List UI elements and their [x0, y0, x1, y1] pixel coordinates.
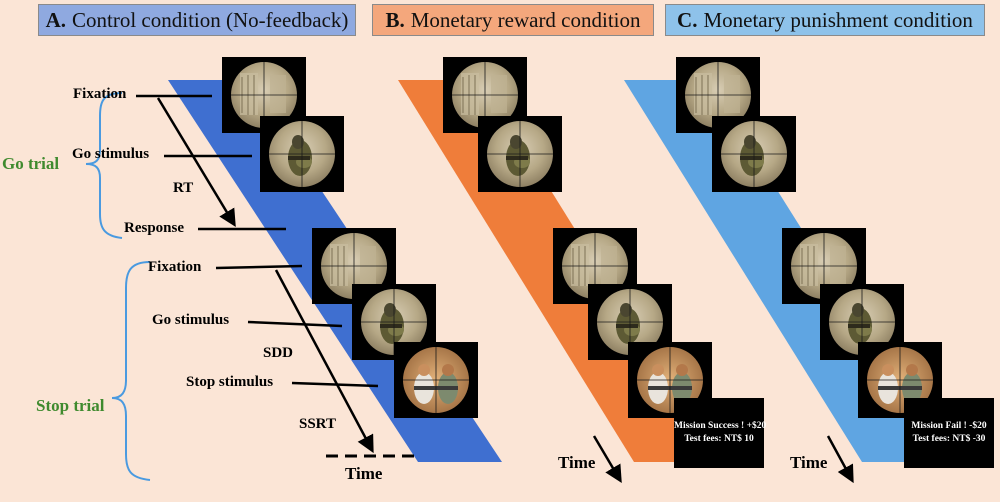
label-time-reward: Time [558, 453, 596, 472]
label-rt: RT [173, 180, 194, 196]
header-a-letter: A. [45, 7, 66, 32]
punishment-go-frame [712, 116, 796, 192]
label-time-control: Time [345, 464, 383, 483]
reward-feedback-line2: Test fees: NT$ 10 [684, 434, 754, 444]
label-go-stimulus-go: Go stimulus [72, 146, 150, 162]
control-stop-stimulus-frame [394, 342, 478, 418]
stop-trial-brace [111, 261, 151, 481]
header-control-condition: A. Control condition (No-feedback) [38, 4, 356, 36]
label-go-trial: Go trial [2, 154, 60, 173]
fixation-stop-line [215, 264, 303, 270]
reward-time-arrow [592, 435, 622, 484]
label-response: Response [124, 220, 185, 236]
reward-feedback-line1: Mission Success ! +$20 [674, 421, 767, 431]
event-lines [136, 94, 379, 388]
go-stimulus-stop-line [247, 320, 343, 328]
punishment-feedback-line1: Mission Fail ! -$20 [911, 421, 987, 431]
header-reward-condition: B. Monetary reward condition [372, 4, 654, 36]
header-punishment-condition: C. Monetary punishment condition [665, 4, 985, 36]
punishment-feedback-line2: Test fees: NT$ -30 [912, 434, 986, 444]
label-fixation-stop: Fixation [148, 259, 202, 275]
header-c-letter: C. [677, 7, 698, 32]
label-fixation-go: Fixation [73, 86, 127, 102]
punishment-feedback-frame [904, 398, 994, 468]
punishment-time-arrow [826, 435, 854, 484]
header-b-letter: B. [385, 7, 405, 32]
stop-timeline-arrow [274, 269, 374, 454]
header-a-text: Control condition (No-feedback) [72, 7, 349, 32]
label-time-punishment: Time [790, 453, 828, 472]
label-sdd: SDD [263, 345, 294, 361]
reward-feedback-text: Mission Success ! +$20 Test fees: NT$ 10 [674, 420, 767, 446]
header-b-text: Monetary reward condition [410, 7, 641, 32]
label-go-stimulus-stop: Go stimulus [152, 312, 230, 328]
label-stop-trial: Stop trial [36, 396, 105, 415]
header-c-text: Monetary punishment condition [703, 7, 973, 32]
reward-go-frame [478, 116, 562, 192]
control-go-frame [260, 116, 344, 192]
label-ssrt: SSRT [299, 416, 336, 432]
label-stop-stimulus: Stop stimulus [186, 374, 274, 390]
rt-arrow [156, 97, 236, 227]
reward-feedback-frame [674, 398, 764, 468]
stop-stimulus-line [291, 381, 379, 388]
go-trial-brace [85, 92, 123, 239]
punishment-feedback-text: Mission Fail ! -$20 Test fees: NT$ -30 [904, 420, 994, 446]
